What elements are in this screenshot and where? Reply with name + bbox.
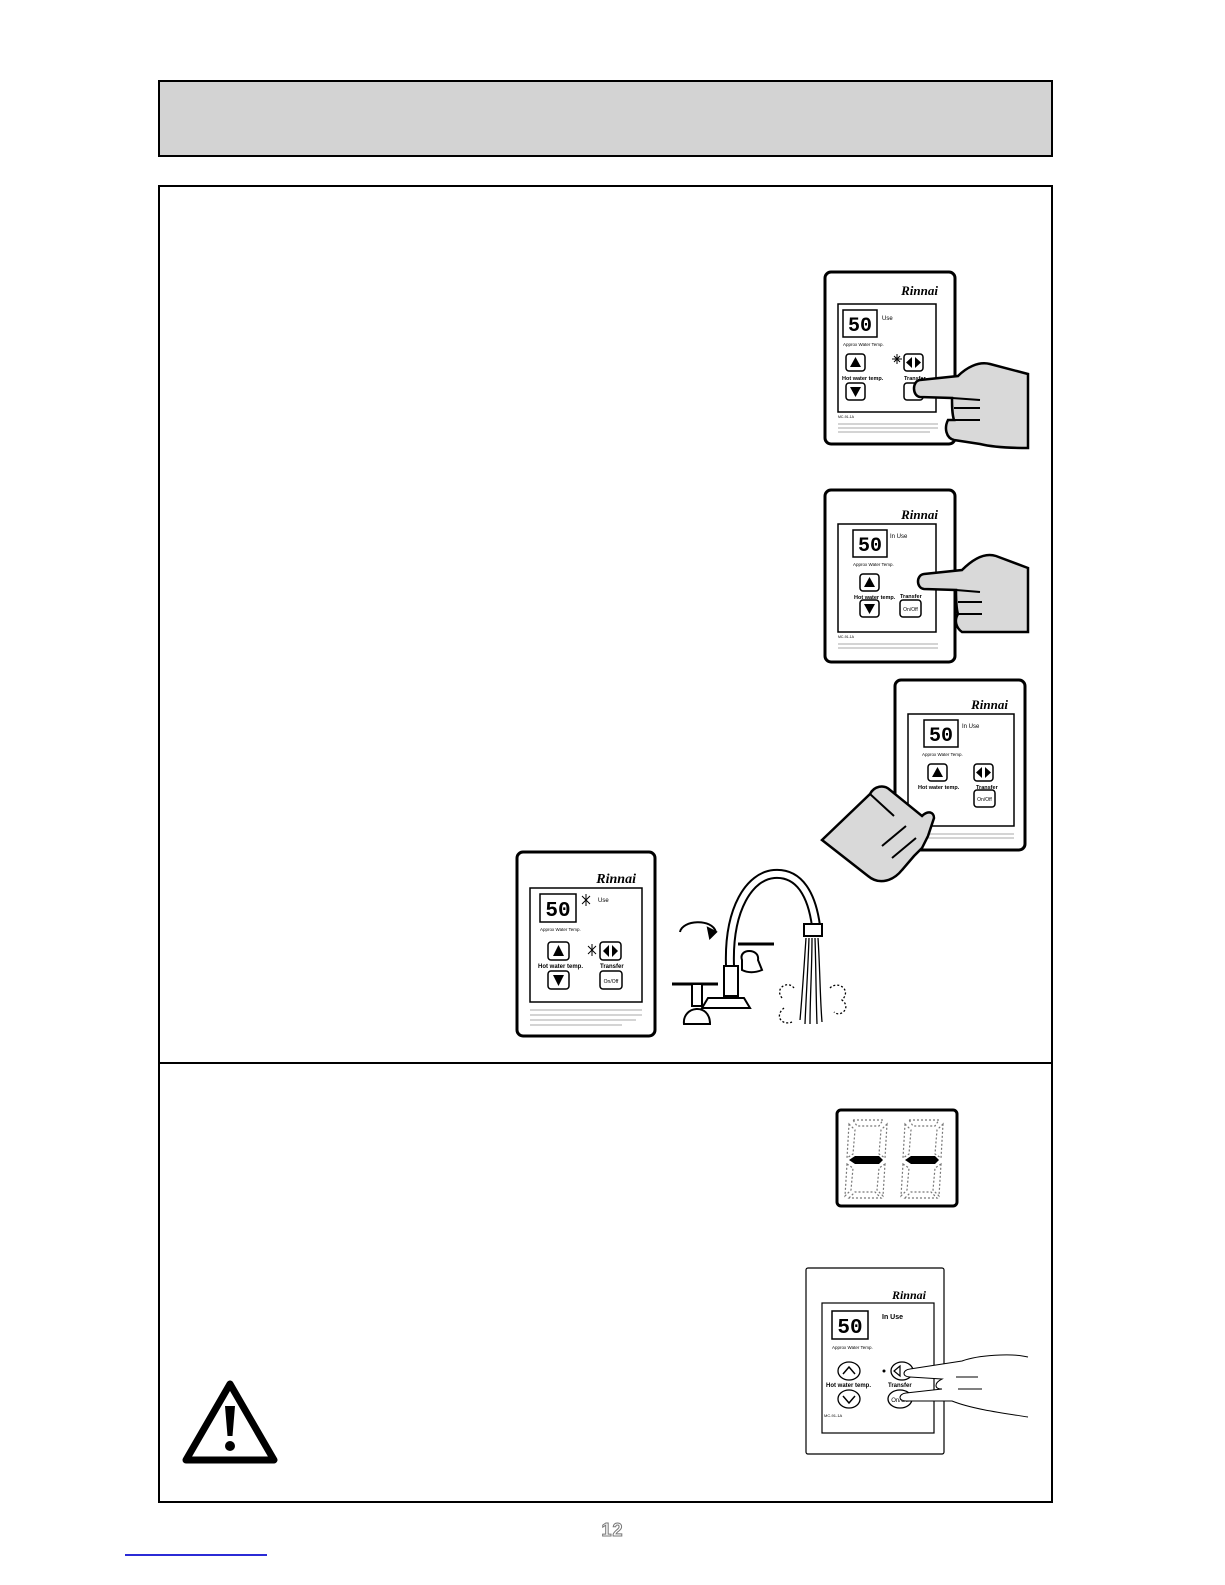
- transfer-label: Transfer: [900, 594, 923, 600]
- on-off-label: On/Off: [891, 1398, 909, 1404]
- in-use-label: Use: [598, 898, 609, 904]
- in-use-label: Use: [882, 316, 893, 322]
- down-arrow-icon: [864, 604, 875, 614]
- transfer-label: Transfer: [976, 785, 999, 791]
- hand-pointer-icon: [912, 362, 1030, 450]
- hand-pointer-icon: [820, 785, 936, 883]
- transfer-label: Transfer: [904, 376, 927, 382]
- approx-temp-label: Approx Water Temp.: [922, 752, 963, 757]
- temperature-display: 50: [929, 725, 953, 748]
- page-number: 12: [601, 1520, 624, 1541]
- section-divider: [158, 1062, 1053, 1064]
- brand-logo: Rinnai: [595, 872, 636, 887]
- transfer-label: Transfer: [888, 1383, 912, 1389]
- brand-logo: Rinnai: [900, 283, 938, 298]
- controller-illustration-two-finger: Rinnai 50 In Use Approx Water Temp. Hot …: [805, 1267, 1029, 1455]
- approx-temp-label: Approx Water Temp.: [540, 927, 581, 932]
- transfer-label: Transfer: [600, 964, 624, 970]
- approx-temp-label: Approx Water Temp.: [832, 1345, 873, 1350]
- transfer-button: [903, 353, 924, 372]
- approx-temp-label: Approx Water Temp.: [853, 562, 894, 567]
- up-arrow-icon: [932, 767, 943, 777]
- content-frame: [158, 185, 1053, 1503]
- hot-water-temp-label: Hot water temp.: [918, 785, 960, 791]
- temperature-display: 50: [837, 1317, 862, 1340]
- in-use-label: In Use: [882, 1314, 903, 1321]
- up-arrow-icon: [864, 577, 875, 587]
- up-arrow-icon: [842, 1365, 856, 1375]
- on-off-label: On/Off: [977, 797, 992, 803]
- hot-water-temp-label: Hot water temp.: [538, 964, 583, 970]
- brand-logo: Rinnai: [900, 507, 938, 522]
- segment-display-dashes: [835, 1108, 959, 1208]
- temperature-display: 50: [848, 315, 872, 338]
- hot-water-temp-label: Hot water temp.: [854, 595, 896, 601]
- down-arrow-icon: [842, 1395, 856, 1405]
- hand-pointer-icon: [899, 1354, 1029, 1418]
- down-arrow-icon: [553, 975, 564, 986]
- footer-link[interactable]: [125, 1554, 267, 1556]
- on-off-label: On/Off: [903, 607, 918, 613]
- temperature-display: 50: [858, 535, 882, 558]
- up-arrow-icon: [850, 357, 861, 367]
- faucet-icon: [672, 868, 823, 1025]
- approx-temp-label: Approx Water Temp.: [843, 342, 884, 347]
- transfer-icon: [893, 1364, 901, 1378]
- hot-water-temp-label: Hot water temp.: [842, 376, 884, 382]
- in-use-label: In Use: [962, 724, 980, 730]
- brand-logo: Rinnai: [970, 697, 1008, 712]
- in-use-label: In Use: [890, 534, 908, 540]
- brand-logo: Rinnai: [891, 1288, 927, 1302]
- model-label: MC-91-1A: [824, 1413, 843, 1418]
- up-arrow-icon: [553, 945, 564, 956]
- hot-water-temp-label: Hot water temp.: [826, 1383, 871, 1389]
- controller-illustration-transfer: Rinnai 50 In Use Approx Water Temp. Hot …: [823, 488, 1030, 664]
- controller-illustration-temp: Rinnai 50 In Use Approx Water Temp. Hot …: [820, 678, 1027, 883]
- temperature-display: 50: [545, 900, 570, 923]
- warning-triangle-icon: [182, 1380, 278, 1464]
- controller-illustration-power: Rinnai 50 Use Approx Water Temp. Hot wat…: [823, 270, 1030, 450]
- controller-faucet-illustration: Rinnai 50 Use Approx Water Temp. Hot wat…: [515, 850, 847, 1038]
- water-stream: [778, 937, 847, 1025]
- hand-pointer-icon: [916, 553, 1030, 634]
- model-label: MC-91-1A: [838, 635, 855, 639]
- section-header-bar: [158, 80, 1053, 157]
- model-label: MC-91-1A: [838, 415, 855, 419]
- on-off-label: On/Off: [604, 979, 619, 985]
- down-arrow-icon: [850, 387, 861, 397]
